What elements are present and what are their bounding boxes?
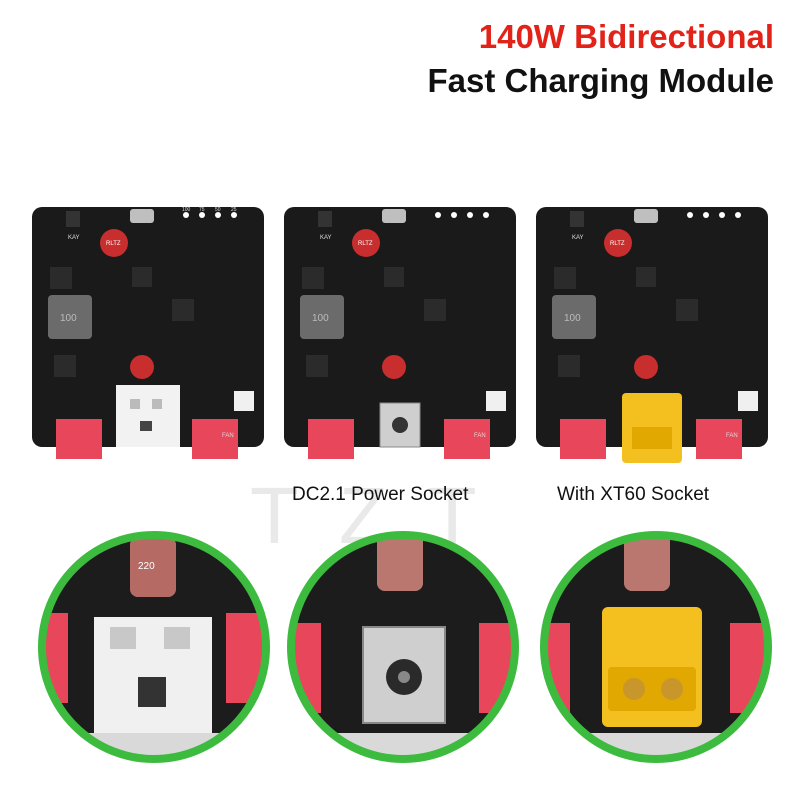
dc21-socket — [362, 626, 446, 724]
capacitor-2 — [382, 355, 406, 379]
svg-text:100: 100 — [60, 313, 77, 324]
pcb — [536, 207, 768, 447]
green-ring — [287, 531, 519, 763]
fan-label: FAN — [222, 433, 234, 439]
capacitor — [352, 229, 380, 257]
push-button — [318, 211, 332, 227]
pcb-board-plain: KAY 100 75 50 25 RLTZ 100 FAN — [32, 207, 264, 459]
caption-dc21: DC2.1 Power Socket — [292, 484, 469, 505]
svg-text:KAY: KAY — [320, 235, 332, 241]
svg-text:RLTZ: RLTZ — [106, 241, 121, 247]
capacitor — [604, 229, 632, 257]
inductor — [552, 295, 596, 339]
svg-text:FAN: FAN — [726, 433, 738, 439]
capacitor-2 — [634, 355, 658, 379]
green-ring — [38, 531, 270, 763]
zoom-circle-dc21 — [287, 531, 519, 763]
led — [183, 212, 189, 218]
dip-switch-right — [696, 419, 742, 459]
push-button — [66, 211, 80, 227]
pcb-board-xt60: KAY RLTZ 100 FAN — [536, 207, 768, 463]
led-label: 75 — [199, 207, 205, 213]
svg-text:RLTZ: RLTZ — [610, 241, 625, 247]
fan-connector — [486, 391, 506, 411]
usb-c-port — [634, 209, 658, 223]
capacitor — [100, 229, 128, 257]
dip-switch-left — [560, 419, 606, 459]
title-line-2: Fast Charging Module — [427, 62, 775, 99]
svg-text:KAY: KAY — [572, 235, 584, 241]
caption-xt60: With XT60 Socket — [557, 484, 710, 505]
pcb — [284, 207, 516, 447]
zoom-circle-plain: 220 — [38, 531, 270, 763]
dip-switch-left — [56, 419, 102, 459]
dip-switch-right — [444, 419, 490, 459]
led-label: 100 — [182, 207, 191, 213]
dip-switch-left — [308, 419, 354, 459]
inductor — [48, 295, 92, 339]
push-button — [570, 211, 584, 227]
svg-text:RLTZ: RLTZ — [358, 241, 373, 247]
svg-text:100: 100 — [564, 313, 581, 324]
usb-c-port — [382, 209, 406, 223]
capacitor-2 — [130, 355, 154, 379]
svg-text:FAN: FAN — [474, 433, 486, 439]
svg-text:220: 220 — [138, 561, 155, 572]
title-line-1: 140W Bidirectional — [478, 18, 774, 55]
fan-connector — [738, 391, 758, 411]
dip-switch-right — [192, 419, 238, 459]
usb-c-port — [130, 209, 154, 223]
led-label: 25 — [231, 207, 237, 213]
green-ring — [540, 531, 772, 763]
dc-pad-area — [116, 385, 180, 447]
led-label: 50 — [215, 207, 221, 213]
svg-text:100: 100 — [312, 313, 329, 324]
pcb — [32, 207, 264, 447]
button-label: KAY — [68, 235, 80, 241]
pcb-board-dc21: KAY RLTZ 100 FAN — [284, 207, 516, 459]
inductor — [300, 295, 344, 339]
fan-connector — [234, 391, 254, 411]
zoom-circle-xt60 — [540, 531, 772, 763]
